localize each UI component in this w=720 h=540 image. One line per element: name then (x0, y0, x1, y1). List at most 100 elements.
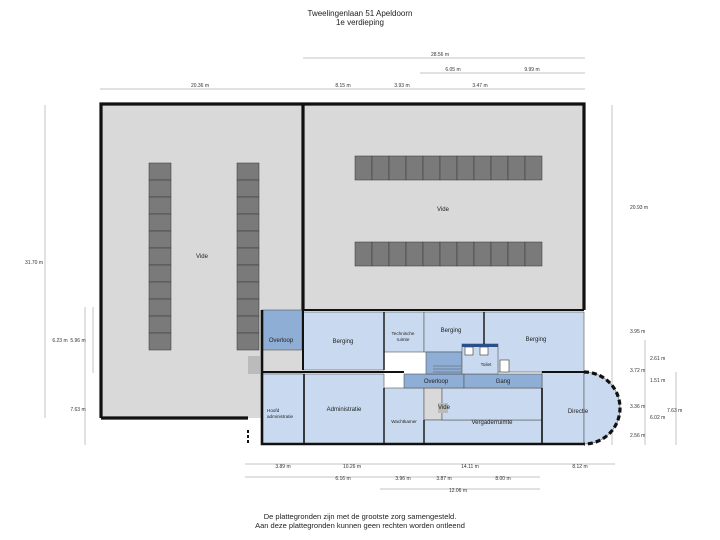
storage-block (405, 241, 424, 267)
footer-disclaimer-2: Aan deze plattegronden kunnen geen recht… (255, 521, 465, 530)
vide-right-area (303, 104, 584, 310)
label-technische-1: Technische (392, 331, 415, 336)
storage-block (371, 155, 390, 181)
label-administratie: Administratie (327, 407, 362, 413)
dim-right-g: 6.02 m (650, 415, 665, 421)
label-vide-small: Vide (438, 405, 451, 411)
storage-block (148, 281, 172, 300)
storage-block (456, 241, 475, 267)
directie-room (541, 371, 585, 445)
dim-right-c: 2.61 m (650, 356, 665, 362)
dim-top-a: 6.05 m (445, 67, 460, 73)
dim-bottom-f: 3.96 m (395, 476, 410, 482)
label-technische-2: ruimte (397, 337, 410, 342)
label-berging-1: Berging (333, 339, 354, 345)
storage-block (422, 155, 441, 181)
storage-block (354, 241, 373, 267)
label-gang: Gang (496, 379, 511, 385)
dim-bottom-e: 6.16 m (335, 476, 350, 482)
storage-block (148, 298, 172, 317)
storage-block (524, 155, 543, 181)
label-hoofd-2: administratie (267, 414, 293, 419)
administratie-room (303, 373, 385, 445)
dim-left-a: 6.23 m (52, 338, 67, 344)
storage-block (148, 230, 172, 249)
label-overloop-left: Overloop (269, 338, 294, 344)
label-vergaderruimte: Vergaderruimte (471, 420, 513, 426)
storage-block (439, 241, 458, 267)
storage-block (388, 241, 407, 267)
storage-blocks (148, 155, 543, 351)
dim-right-e: 1.51 m (650, 378, 665, 384)
toilet-fixtures (462, 344, 510, 373)
wachtkamer-room (383, 387, 425, 445)
label-berging-2: Berging (441, 328, 462, 334)
dim-left-b: 5.96 m (70, 338, 85, 344)
walls (99, 102, 586, 446)
dim-left-c: 7.63 m (70, 407, 85, 413)
storage-block (439, 155, 458, 181)
dim-bottom-b: 10.26 m (343, 464, 361, 470)
storage-block (236, 315, 260, 334)
dim-top-d: 8.15 m (335, 83, 350, 89)
storage-block (490, 155, 509, 181)
storage-block (236, 162, 260, 181)
dim-right-f: 3.36 m (630, 404, 645, 410)
storage-block (507, 155, 526, 181)
dim-right-b: 3.95 m (630, 329, 645, 335)
vergaderruimte-room (441, 387, 543, 421)
storage-block (456, 155, 475, 181)
dim-top-e: 3.93 m (394, 83, 409, 89)
dim-bottom-g: 3.87 m (436, 476, 451, 482)
footer-disclaimer-1: De plattegronden zijn met de grootste zo… (263, 512, 457, 521)
technische-ruimte-room (383, 311, 425, 353)
storage-block (507, 241, 526, 267)
dim-bottom-h: 8.00 m (495, 476, 510, 482)
vide-left-area (101, 104, 303, 418)
dim-top-b: 9.99 m (524, 67, 539, 73)
storage-block (405, 155, 424, 181)
storage-block (236, 264, 260, 283)
storage-block (236, 281, 260, 300)
dim-top-f: 3.47 m (472, 83, 487, 89)
storage-block (236, 298, 260, 317)
directie-curved-wall (583, 370, 622, 446)
gang-room (463, 373, 543, 389)
dim-right-a: 20.93 m (630, 205, 648, 211)
storage-block (148, 315, 172, 334)
storage-block (473, 241, 492, 267)
berging-1-room (302, 311, 385, 371)
dim-bottom-a: 3.89 m (275, 464, 290, 470)
storage-block (236, 332, 260, 351)
storage-block (148, 247, 172, 266)
storage-block (524, 241, 543, 267)
stair-landing (425, 351, 463, 375)
storage-block (148, 162, 172, 181)
storage-block (473, 155, 492, 181)
dim-bottom-c: 14.11 m (461, 464, 479, 470)
label-toilet: Toilet (481, 362, 492, 367)
storage-block (148, 179, 172, 198)
hoofd-administratie-room (261, 373, 305, 445)
dim-top-total: 28.56 m (431, 52, 449, 58)
storage-block (236, 230, 260, 249)
dim-bottom-d: 8.12 m (572, 464, 587, 470)
storage-block (354, 155, 373, 181)
storage-block (422, 241, 441, 267)
label-vide-right: Vide (437, 207, 450, 213)
column-block (248, 356, 260, 374)
label-vide-left: Vide (196, 254, 209, 260)
label-wachtkamer: Wachtkamer (391, 419, 417, 424)
storage-block (388, 155, 407, 181)
dim-right-d: 3.72 m (630, 368, 645, 374)
dim-top-c: 20.36 m (191, 83, 209, 89)
storage-block (236, 179, 260, 198)
label-berging-3: Berging (526, 337, 547, 343)
directie-bay (583, 371, 621, 445)
plan-floor: 1e verdieping (335, 18, 385, 27)
storage-block (236, 247, 260, 266)
plan-address: Tweelingenlaan 51 Apeldoorn (307, 9, 413, 18)
label-directie: Directie (568, 409, 589, 415)
dim-right-h: 7.63 m (667, 408, 682, 414)
